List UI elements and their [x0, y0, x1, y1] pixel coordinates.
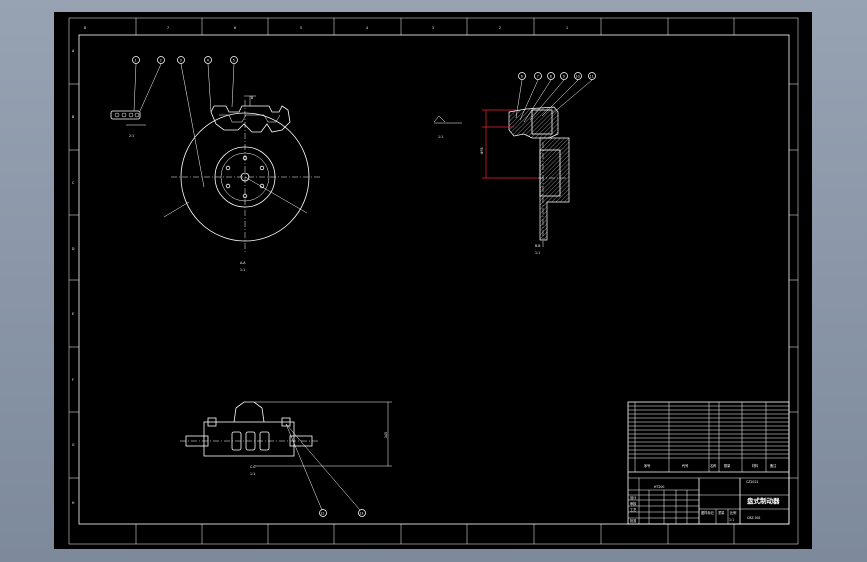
- tick-label: 3: [432, 26, 434, 30]
- tick-label: 2: [499, 26, 501, 30]
- detail-b: 2:1: [110, 110, 146, 138]
- title-block[interactable]: 序号 代号 名称 数量 材料 备注 CZ202: [627, 401, 790, 525]
- parts-list: 序号 代号 名称 数量 材料 备注: [628, 402, 789, 473]
- inner-frame: [78, 34, 790, 525]
- top-view[interactable]: 145 12 13 C-C 1:1: [180, 401, 392, 517]
- header-label: 代号: [682, 463, 688, 468]
- view-caption: C-C: [250, 465, 256, 469]
- stage-label: 比例: [730, 510, 736, 515]
- dimension-red: Φ76: [480, 109, 538, 179]
- drawing-title: 盘式制动器: [747, 496, 780, 505]
- balloon-12: [319, 509, 327, 517]
- tick-label: 1: [566, 26, 568, 30]
- view-scale: 1:1: [250, 472, 255, 476]
- tick-label: B: [72, 115, 74, 119]
- detail-scale: 2:1: [129, 134, 134, 138]
- signature-label: 设计: [630, 495, 637, 500]
- caliper-body: [203, 421, 295, 457]
- stage-label: 图样标记: [701, 510, 715, 515]
- balloon-2: [157, 56, 165, 64]
- header-label: 材料: [752, 463, 759, 468]
- balloon-1: [132, 56, 140, 64]
- view-scale: 1:1: [240, 268, 245, 272]
- header-label: 名称: [710, 463, 717, 468]
- balloon-6: [518, 72, 526, 80]
- balloon-7: [534, 72, 542, 80]
- balloon-number: 7: [537, 74, 539, 78]
- balloon-number: 10: [576, 74, 580, 78]
- scale-value: 1:1: [729, 518, 734, 522]
- cad-drawing: 8 7 6 5 4 3 2 1 A B C D E F G H: [68, 17, 799, 545]
- dimension-145: 145: [254, 401, 392, 467]
- tick-label: G: [72, 443, 75, 447]
- tick-label: C: [72, 181, 75, 185]
- balloon-number: 1: [135, 58, 137, 62]
- company-name: CZ2021: [746, 480, 759, 484]
- balloon-11: [588, 72, 596, 80]
- border-ticks-top: [69, 18, 798, 544]
- detail-label: B: [251, 96, 253, 100]
- hub-section: [539, 137, 570, 241]
- tick-label: E: [72, 312, 74, 316]
- caliper-top: B: [210, 95, 291, 133]
- front-balloons[interactable]: 1 2 3 4 5: [132, 56, 238, 188]
- top-balloons[interactable]: 12 13: [285, 423, 366, 517]
- border-tick-labels: 8 7 6 5 4 3 2 1 A B C D E F G H: [72, 26, 568, 505]
- tick-label: 6: [234, 26, 236, 30]
- balloon-number: 3: [180, 58, 182, 62]
- tick-label: 4: [366, 26, 368, 30]
- balloon-number: 12: [320, 511, 324, 515]
- view-scale: 1:1: [535, 251, 540, 255]
- balloon-number: 13: [359, 511, 363, 515]
- material: HT200: [654, 485, 664, 489]
- balloon-10: [574, 72, 582, 80]
- outer-frame: [68, 17, 799, 545]
- detail-scale: 1:1: [438, 135, 443, 139]
- view-caption: B-B: [535, 244, 540, 248]
- header-label: 序号: [644, 463, 650, 468]
- balloon-number: 2: [160, 58, 162, 62]
- balloon-number: 11: [590, 74, 594, 78]
- balloon-number: 8: [550, 74, 552, 78]
- balloon-number: 5: [233, 58, 235, 62]
- tick-label: 8: [84, 26, 86, 30]
- tick-label: 5: [300, 26, 302, 30]
- leader-line: [244, 176, 308, 214]
- caliper-section: [508, 106, 559, 139]
- balloon-9: [560, 72, 568, 80]
- header-label: 数量: [724, 463, 731, 468]
- balloon-number: 4: [207, 58, 209, 62]
- stage-label: 重量: [718, 510, 725, 515]
- dimension-text: 145: [384, 432, 388, 438]
- dimension-text: Φ76: [480, 147, 484, 154]
- side-balloons[interactable]: 6 7 8 9 10 11: [515, 72, 596, 123]
- side-section-view[interactable]: Φ76 1:1 6 7 8 9 10 11 B-B 1: [433, 72, 596, 256]
- tick-label: F: [72, 378, 74, 382]
- balloon-8: [547, 72, 555, 80]
- balloon-3: [177, 56, 185, 64]
- signature-label: 工艺: [630, 507, 636, 512]
- hub-bore: [539, 149, 561, 197]
- signature-label: 批准: [630, 518, 637, 523]
- drawing-number: CBZ-001: [747, 516, 761, 520]
- detail-c: 1:1: [433, 115, 462, 139]
- tick-label: D: [72, 247, 75, 251]
- header-label: 备注: [770, 463, 777, 468]
- tick-label: H: [72, 501, 75, 505]
- front-view[interactable]: B 2:1 1 2 3 4 5 A-A 1:1: [110, 56, 322, 273]
- balloon-13: [358, 509, 366, 517]
- title-info: CZ2021 HT200 盘式制动器 CBZ-001 图样标记 重量 比例 1:…: [628, 477, 789, 524]
- balloon-number: 9: [563, 74, 565, 78]
- drawing-viewport[interactable]: 8 7 6 5 4 3 2 1 A B C D E F G H: [54, 12, 812, 549]
- leader-line: [163, 201, 190, 218]
- tick-label: A: [72, 49, 75, 53]
- piston-section: [531, 109, 553, 135]
- balloon-5: [230, 56, 238, 64]
- signature-label: 审核: [630, 501, 637, 506]
- balloon-4: [204, 56, 212, 64]
- balloon-number: 6: [521, 74, 523, 78]
- tick-label: 7: [167, 26, 169, 30]
- view-caption: A-A: [240, 261, 246, 265]
